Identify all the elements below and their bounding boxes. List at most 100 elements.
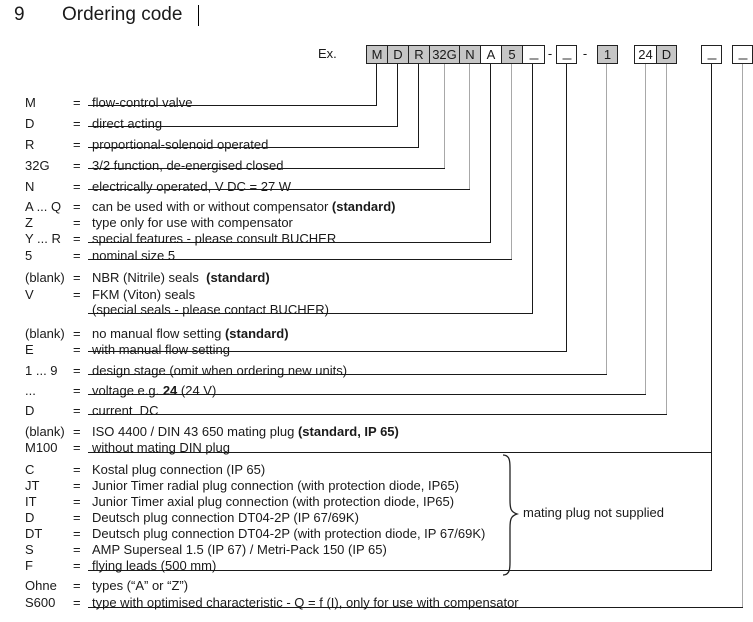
underline-A (88, 242, 491, 243)
row-code: 32G (25, 158, 50, 173)
row-code: R (25, 137, 35, 152)
row-desc-segment: with manual flow setting (92, 342, 231, 357)
row-code: F (25, 558, 33, 573)
row-eq: = (73, 403, 81, 418)
underline-32G (88, 168, 445, 169)
row-eq: = (73, 440, 81, 455)
row-desc-segment: (standard) (206, 270, 270, 285)
code-box-A: A (480, 45, 502, 64)
row-eq: = (73, 478, 81, 493)
row-desc-segment: Kostal plug connection (IP 65) (92, 462, 266, 477)
row-eq: = (73, 526, 81, 541)
row-desc-segment: without mating DIN plug (92, 440, 231, 455)
row-code: 1 ... 9 (25, 363, 58, 378)
connector-plug (711, 64, 712, 571)
connector-N (469, 64, 470, 189)
underline-flow (88, 351, 567, 352)
row-description: can be used with or without compensator … (92, 199, 395, 214)
row-eq: = (73, 510, 81, 525)
row-eq: = (73, 494, 81, 509)
row-eq: = (73, 199, 81, 214)
row-code: E (25, 342, 34, 357)
row-eq: = (73, 137, 81, 152)
row-code: D (25, 403, 35, 418)
row-description: types (“A” or “Z”) (92, 578, 188, 593)
row-code: D (25, 510, 35, 525)
row-code: C (25, 462, 35, 477)
code-box-D: D (387, 45, 409, 64)
text-cursor (198, 5, 199, 26)
code-box-5: 5 (501, 45, 523, 64)
row-desc-segment: voltage e.g. (92, 383, 163, 398)
row-description: NBR (Nitrile) seals (standard) (92, 270, 270, 285)
underline-mating-plug (88, 452, 712, 453)
blank-placeholder (738, 58, 747, 60)
row-code: S600 (25, 595, 56, 610)
row-eq: = (73, 270, 81, 285)
row-eq: = (73, 158, 81, 173)
row-description: special features - please consult BUCHER (92, 231, 336, 246)
row-code: DT (25, 526, 43, 541)
row-eq: = (73, 287, 81, 302)
row-description: no manual flow setting (standard) (92, 326, 289, 341)
connector-current (666, 64, 667, 414)
underline-D (88, 126, 398, 127)
row-description: electrically operated, V DC = 27 W (92, 179, 291, 194)
row-eq: = (73, 215, 81, 230)
code-box-32G: 32G (429, 45, 460, 64)
right-brace (502, 454, 520, 576)
underline-R (88, 147, 419, 148)
row-desc-segment: FKM (Viton) seals (92, 287, 196, 302)
row-desc-segment: (special seals - please contact BUCHER) (92, 302, 329, 317)
row-description: voltage e.g. 24 (24 V) (92, 383, 216, 398)
code-box-design-stage: 1 (597, 45, 618, 64)
row-description: current DC (92, 403, 158, 418)
row-description: Kostal plug connection (IP 65) (92, 462, 265, 477)
row-eq: = (73, 383, 81, 398)
row-code: (blank) (25, 424, 65, 439)
row-code: V (25, 287, 34, 302)
row-desc-segment: 3/2 function, de-energised closed (92, 158, 284, 173)
underline-5 (88, 259, 512, 260)
row-description: type with optimised characteristic - Q =… (92, 595, 519, 610)
connector-A (490, 64, 491, 242)
row-code: IT (25, 494, 37, 509)
underline-plug-connection (88, 570, 712, 571)
row-description: nominal size 5 (92, 248, 175, 263)
row-description: flying leads (500 mm) (92, 558, 216, 573)
row-description: proportional-solenoid operated (92, 137, 268, 152)
row-eq: = (73, 424, 81, 439)
row-eq: = (73, 248, 81, 263)
page-title: Ordering code (62, 4, 183, 25)
mating-plug-note: mating plug not supplied (523, 505, 664, 520)
code-box-flow-blank (556, 45, 577, 64)
row-description: direct acting (92, 116, 162, 131)
separator-dash: - (582, 46, 588, 61)
separator-dash: - (547, 46, 553, 61)
row-desc-segment: Deutsch plug connection DT04-2P (with pr… (92, 526, 486, 541)
row-desc-segment: electrically operated, V DC = 27 W (92, 179, 292, 194)
connector-design (606, 64, 607, 374)
row-description: Junior Timer radial plug connection (wit… (92, 478, 459, 493)
code-box-seals-blank (522, 45, 545, 64)
code-box-plug-blank (701, 45, 722, 64)
underline-current (88, 414, 667, 415)
code-box-voltage: 24 (634, 45, 657, 64)
row-desc-segment: Deutsch plug connection DT04-2P (IP 67/6… (92, 510, 359, 525)
row-desc-segment: special features - please consult BUCHER (92, 231, 337, 246)
row-desc-segment: 24 (162, 383, 178, 398)
row-desc-segment: NBR (Nitrile) seals (92, 270, 207, 285)
row-desc-segment: current DC (92, 403, 159, 418)
row-code: S (25, 542, 34, 557)
row-desc-segment: proportional-solenoid operated (92, 137, 269, 152)
blank-placeholder (562, 58, 571, 60)
connector-flow (566, 64, 567, 351)
row-code: N (25, 179, 35, 194)
blank-placeholder (529, 58, 538, 60)
row-code: Z (25, 215, 33, 230)
row-eq: = (73, 363, 81, 378)
row-code: JT (25, 478, 40, 493)
row-code: A ... Q (25, 199, 62, 214)
underline-M (88, 105, 377, 106)
row-desc-segment: (24 V) (177, 383, 217, 398)
